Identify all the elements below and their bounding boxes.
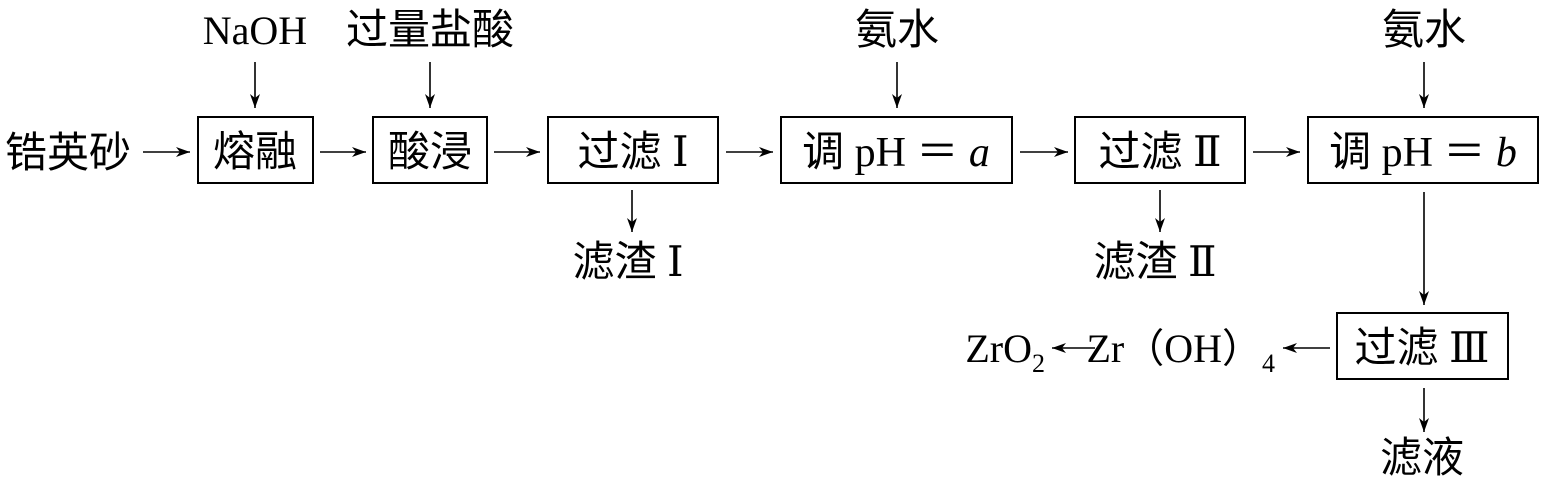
filtrate-label: 滤液 <box>1380 436 1464 482</box>
step-acid-leach-box <box>372 116 488 184</box>
step-adjust-ph-a-label: 调 pH ＝ a <box>802 130 990 176</box>
zr-oh4-subscript: 4 <box>1262 349 1275 378</box>
zro2-base: ZrO <box>965 326 1032 371</box>
step-adjust-ph-b-box <box>1307 116 1539 184</box>
ph-b-prefix: 调 pH ＝ <box>1329 130 1496 176</box>
product-zro2: ZrO2 <box>965 326 1045 378</box>
step-adjust-ph-a-box <box>780 116 1013 184</box>
reagent-ammonia-2: 氨水 <box>1382 8 1466 54</box>
ph-b-variable: b <box>1496 130 1517 176</box>
reagent-ammonia-1: 氨水 <box>855 8 939 54</box>
step-filter-3-box <box>1336 312 1509 380</box>
zro2-subscript: 2 <box>1032 349 1045 378</box>
step-acid-leach-label: 酸浸 <box>388 130 472 176</box>
reagent-naoh: NaOH <box>203 8 307 53</box>
step-filter-1-box <box>547 116 719 184</box>
step-melt-box <box>197 116 314 184</box>
raw-material-label: 锆英砂 <box>5 131 131 177</box>
step-adjust-ph-b-label: 调 pH ＝ b <box>1329 130 1517 176</box>
zr-oh4-base: Zr（OH） <box>1086 326 1262 371</box>
ph-a-variable: a <box>969 130 990 176</box>
product-zr-oh4: Zr（OH）4 <box>1086 326 1275 378</box>
residue-1-label: 滤渣 Ⅰ <box>572 240 683 286</box>
step-filter-3-label: 过滤 Ⅲ <box>1354 326 1489 372</box>
ph-a-prefix: 调 pH ＝ <box>802 130 969 176</box>
reagent-excess-hcl: 过量盐酸 <box>346 8 514 54</box>
step-filter-1-label: 过滤 Ⅰ <box>577 130 688 176</box>
step-filter-2-box <box>1074 116 1246 184</box>
residue-2-label: 滤渣 Ⅱ <box>1093 240 1216 286</box>
step-filter-2-label: 过滤 Ⅱ <box>1098 130 1221 176</box>
step-melt-label: 熔融 <box>213 129 297 176</box>
